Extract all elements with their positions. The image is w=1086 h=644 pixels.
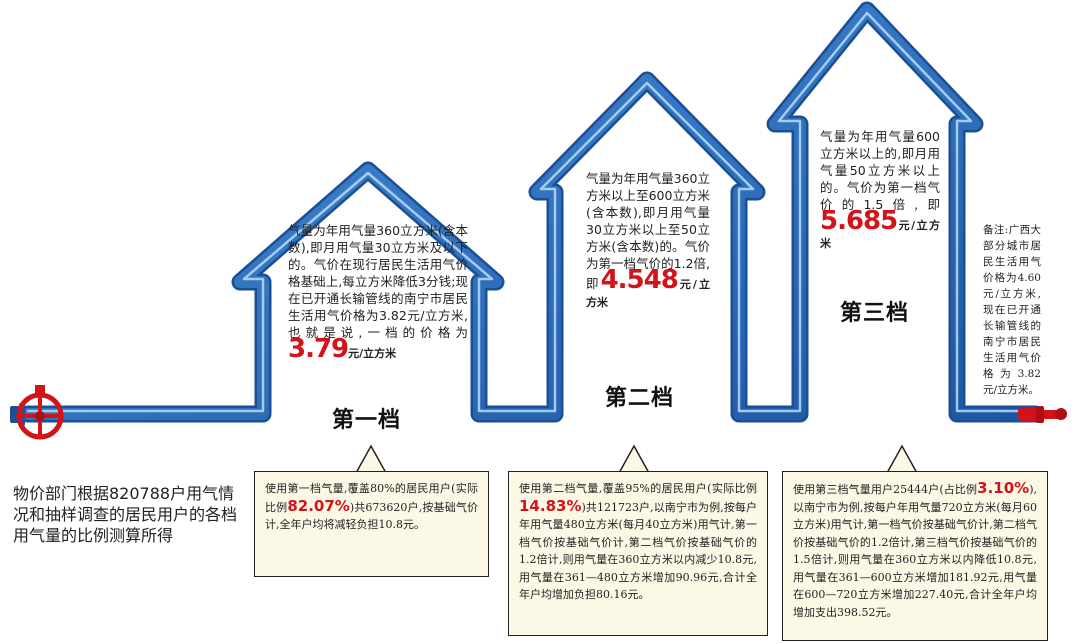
note-text: 备注:广西大部分城市居民生活用气价格为4.60元/立方米,现在已开通长输管线的南… (983, 224, 1041, 396)
tier1-title: 第一档 (332, 407, 402, 433)
tier3-title: 第三档 (840, 300, 910, 326)
tier2-unit: 元/立方米 (586, 278, 710, 309)
tier2-percent: 14.83% (519, 496, 582, 515)
tier2-price: 4.548 (600, 265, 679, 295)
tier1-description: 气量为年用气量360立方米(含本数),即月用气量30立方米及以下的。气价在现行居… (288, 223, 468, 364)
intro-text: 物价部门根据820788户用气情况和抽样调查的居民用户的各档用气量的比例测算所得 (13, 484, 238, 545)
tier2-info-box: 使用第二档气量,覆盖95%的居民用户(实际比例14.83%)共121723户,以… (508, 471, 768, 636)
tier2-description: 气量为年用气量360立方米以上至600立方米(含本数),即月用气量30立方米以上… (586, 171, 710, 309)
tier1-unit: 元/立方米 (348, 347, 397, 360)
tier3-description: 气量为年用气量600立方米以上的,即月用气量50立方米以上的。气价为第一档气价的… (820, 129, 940, 250)
box2-pointer (618, 444, 650, 474)
box3-pointer (886, 444, 918, 474)
tier3-unit: 元/立方米 (820, 219, 940, 250)
tier3-percent: 3.10% (977, 479, 1030, 497)
tier2-title: 第二档 (605, 385, 675, 411)
tier1-percent: 82.07% (287, 496, 350, 515)
tier1-info-box: 使用第一档气量,覆盖80%的居民用户(实际比例82.07%)共673620户,按… (254, 471, 489, 577)
tier3-price: 5.685 (820, 206, 898, 236)
tier3-info-box: 使用第三档气量用户25444户(占比例3.10%),以南宁市为例,按每户年用气量… (782, 471, 1048, 641)
pipe-end-icon (1018, 406, 1067, 423)
box1-pointer (355, 444, 387, 474)
valve-wheel-icon (10, 385, 64, 440)
tier1-price: 3.79 (288, 334, 349, 364)
